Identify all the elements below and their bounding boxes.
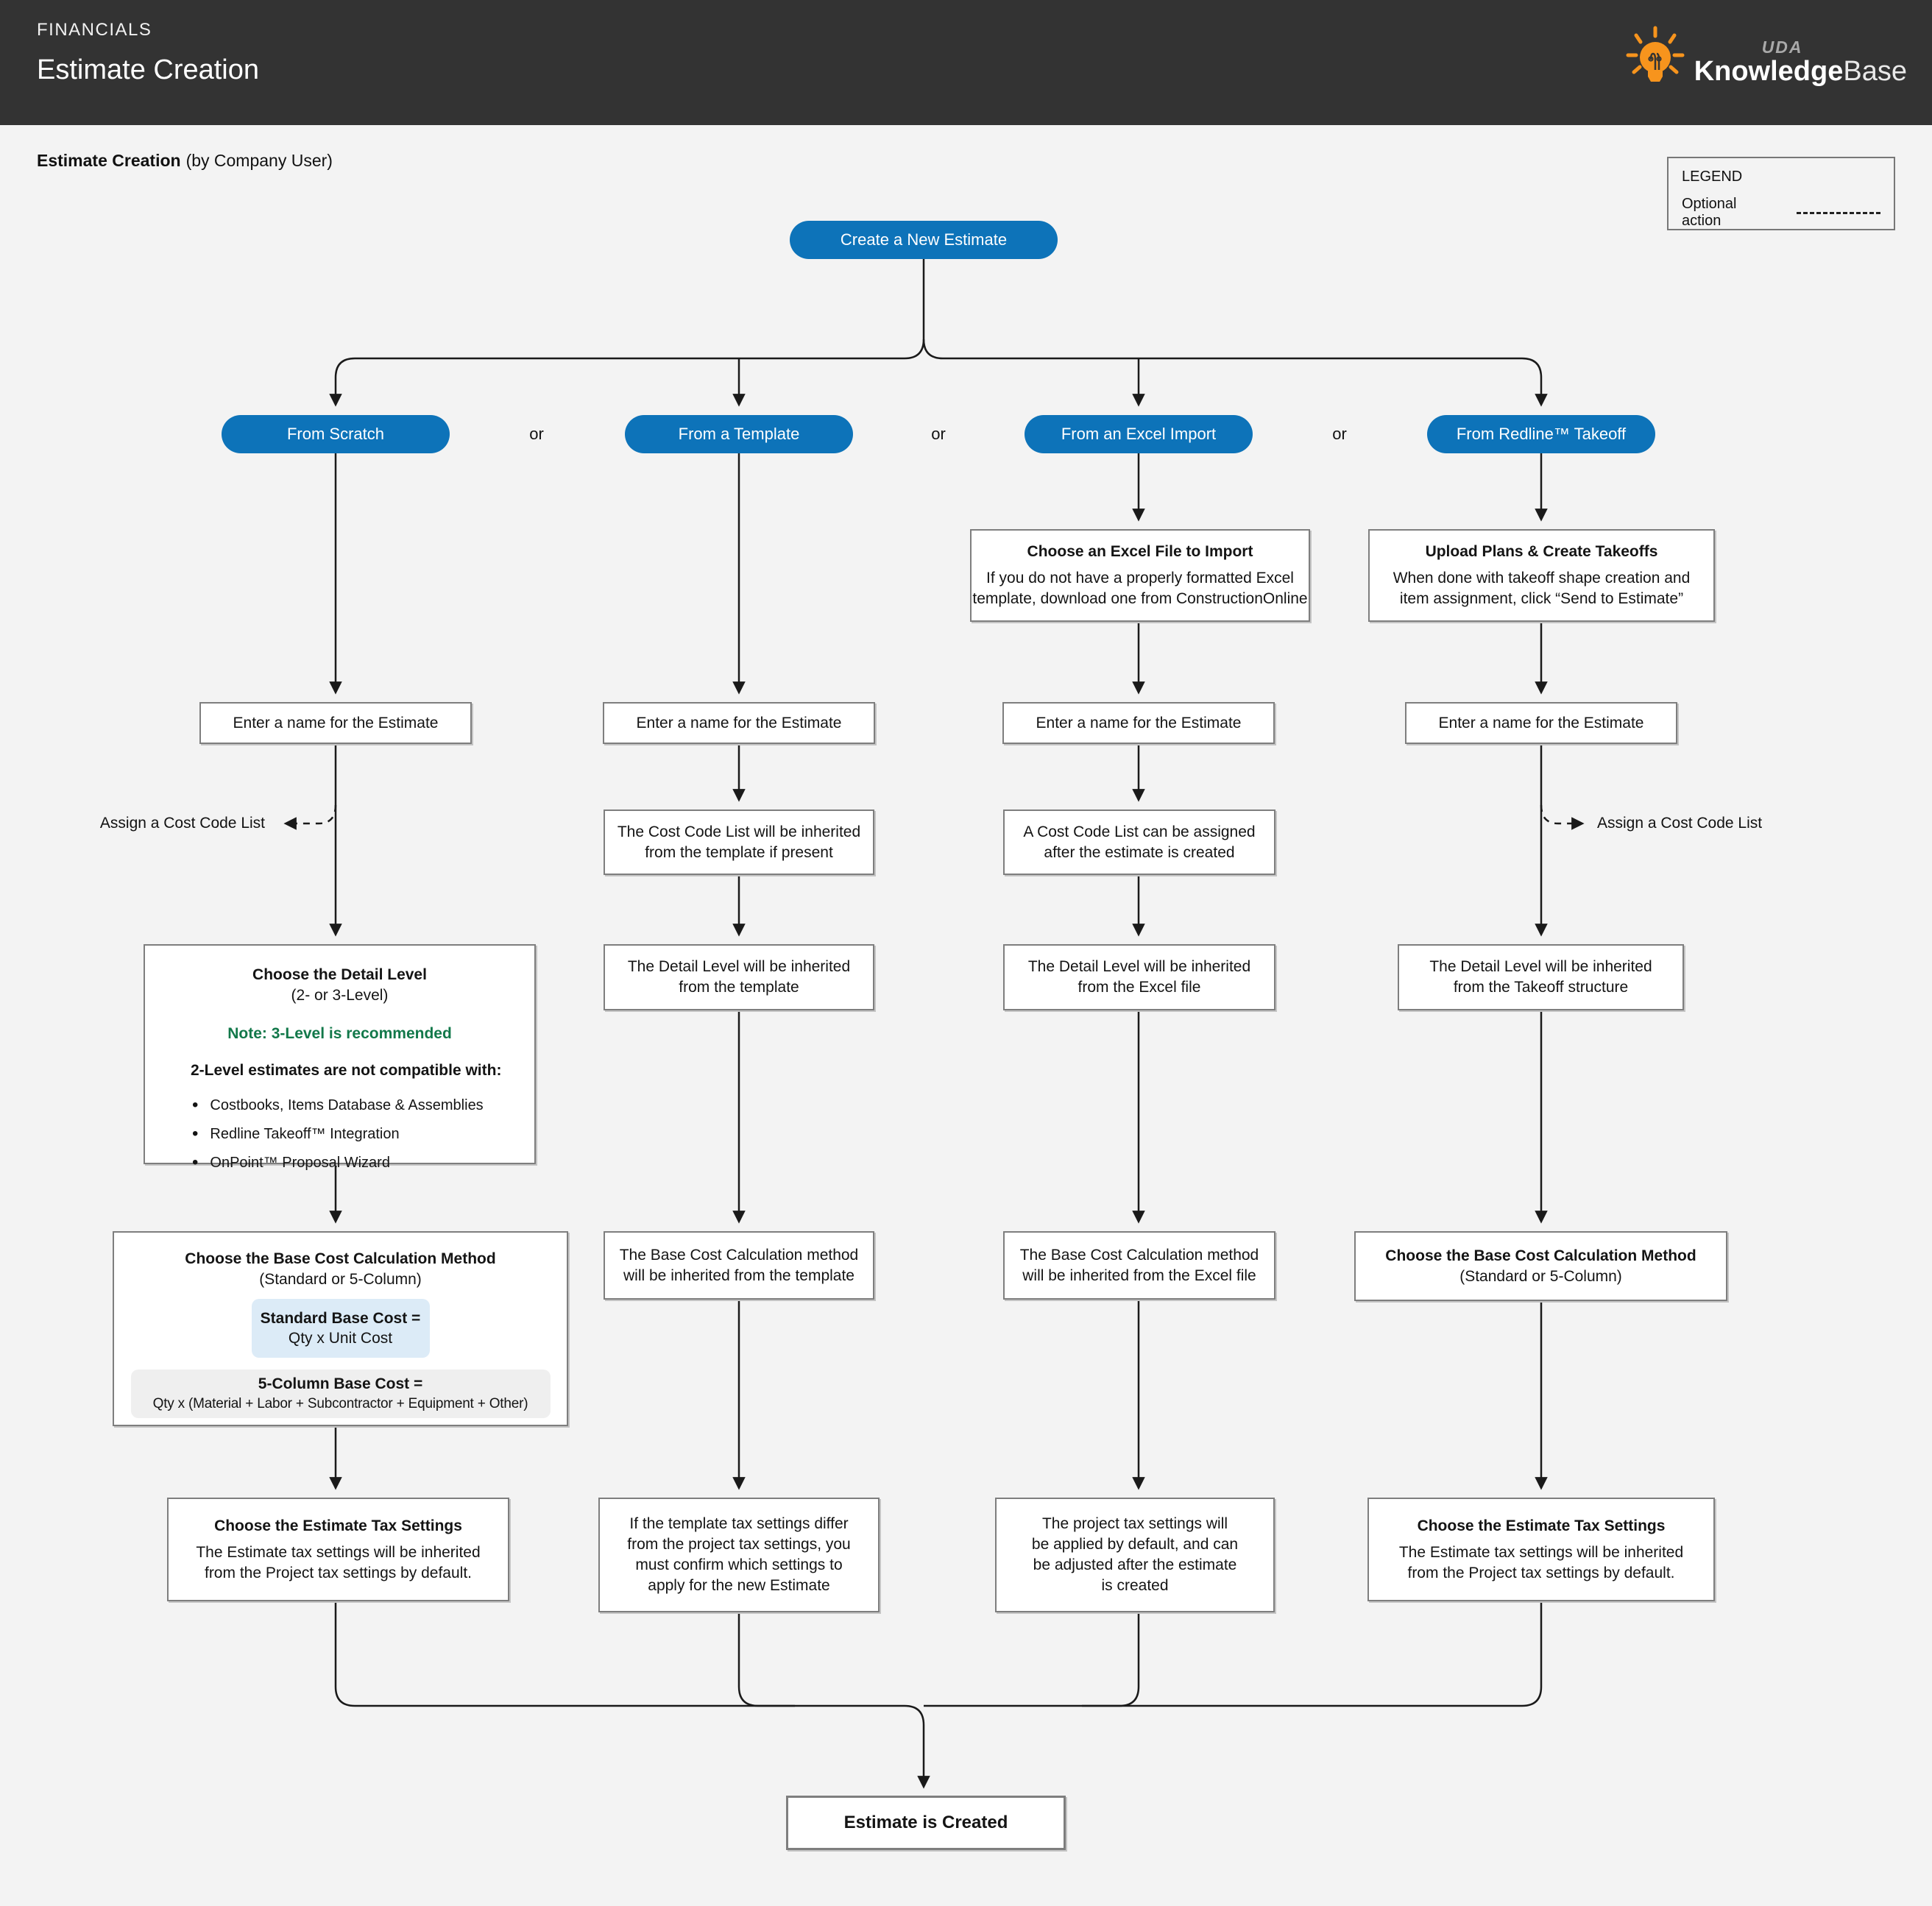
lightbulb-icon (1625, 26, 1685, 100)
header-category: FINANCIALS (37, 20, 152, 40)
base-cost-box-template: The Base Cost Calculation method will be… (604, 1231, 874, 1300)
base-cost-box-redline: Choose the Base Cost Calculation Method … (1354, 1231, 1727, 1301)
tax-settings-box-excel: The project tax settings will be applied… (995, 1498, 1275, 1612)
legend-dashed-line-sample (1796, 211, 1880, 214)
header-bar: FINANCIALS Estimate Creation (0, 0, 1932, 125)
tax-settings-box-template: If the template tax settings differ from… (598, 1498, 880, 1612)
enter-name-box-excel: Enter a name for the Estimate (1002, 702, 1275, 744)
brand-knowledgebase: KnowledgeBase (1694, 56, 1907, 87)
detail-level-box-redline: The Detail Level will be inherited from … (1398, 944, 1684, 1010)
or-label-2: or (931, 425, 946, 443)
assign-cost-code-label-left: Assign a Cost Code List (99, 815, 265, 832)
cost-code-box-excel: A Cost Code List can be assigned after t… (1003, 809, 1275, 875)
base-cost-box-scratch: Choose the Base Cost Calculation Method … (113, 1231, 568, 1426)
legend-optional-label: Optional action (1682, 196, 1737, 229)
enter-name-box-redline: Enter a name for the Estimate (1405, 702, 1677, 744)
detail-level-box-excel: The Detail Level will be inherited from … (1003, 944, 1275, 1010)
redline-takeoff-info-box: Upload Plans & Create Takeoffs When done… (1368, 529, 1715, 622)
tax-settings-box-scratch: Choose the Estimate Tax Settings The Est… (167, 1498, 509, 1601)
branch-pill-from-scratch: From Scratch (222, 415, 450, 453)
knowledgebase-logo: UDA KnowledgeBase (1625, 7, 1907, 118)
bullet-item: Costbooks, Items Database & Assemblies (192, 1095, 483, 1116)
bullet-item: Redline Takeoff™ Integration (192, 1124, 399, 1144)
five-column-base-cost-chip: 5-Column Base Cost = Qty x (Material + L… (130, 1370, 551, 1418)
detail-level-box-template: The Detail Level will be inherited from … (604, 944, 874, 1010)
page-title: Estimate Creation(by Company User) (37, 151, 333, 170)
standard-base-cost-chip: Standard Base Cost = Qty x Unit Cost (251, 1299, 430, 1358)
header-title: Estimate Creation (37, 54, 260, 85)
legend-box: LEGEND Optional action (1667, 157, 1895, 230)
cost-code-box-template: The Cost Code List will be inherited fro… (604, 809, 874, 875)
tax-settings-box-redline: Choose the Estimate Tax Settings The Est… (1367, 1498, 1715, 1601)
detail-level-box-scratch: Choose the Detail Level (2- or 3-Level) … (144, 944, 536, 1171)
branch-pill-from-excel-import: From an Excel Import (1025, 415, 1253, 453)
legend-title: LEGEND (1682, 169, 1743, 185)
or-label-1: or (529, 425, 544, 443)
assign-cost-code-label-right: Assign a Cost Code List (1597, 815, 1763, 832)
branch-pill-from-template: From a Template (625, 415, 853, 453)
optional-dashed-connectors (283, 804, 1585, 830)
branch-pill-from-redline-takeoff: From Redline™ Takeoff (1427, 415, 1655, 453)
base-cost-box-excel: The Base Cost Calculation method will be… (1003, 1231, 1275, 1300)
or-label-3: or (1332, 425, 1347, 443)
bullet-item: OnPoint™ Proposal Wizard (192, 1152, 390, 1173)
brand-uda: UDA (1761, 38, 1803, 57)
enter-name-box-template: Enter a name for the Estimate (603, 702, 875, 744)
detail-level-note: Note: 3-Level is recommended (227, 1025, 452, 1042)
start-node-create-estimate: Create a New Estimate (790, 221, 1058, 259)
end-node-estimate-created: Estimate is Created (786, 1796, 1066, 1850)
enter-name-box-scratch: Enter a name for the Estimate (199, 702, 472, 744)
excel-import-info-box: Choose an Excel File to Import If you do… (970, 529, 1310, 622)
solid-connectors (329, 259, 1548, 1789)
